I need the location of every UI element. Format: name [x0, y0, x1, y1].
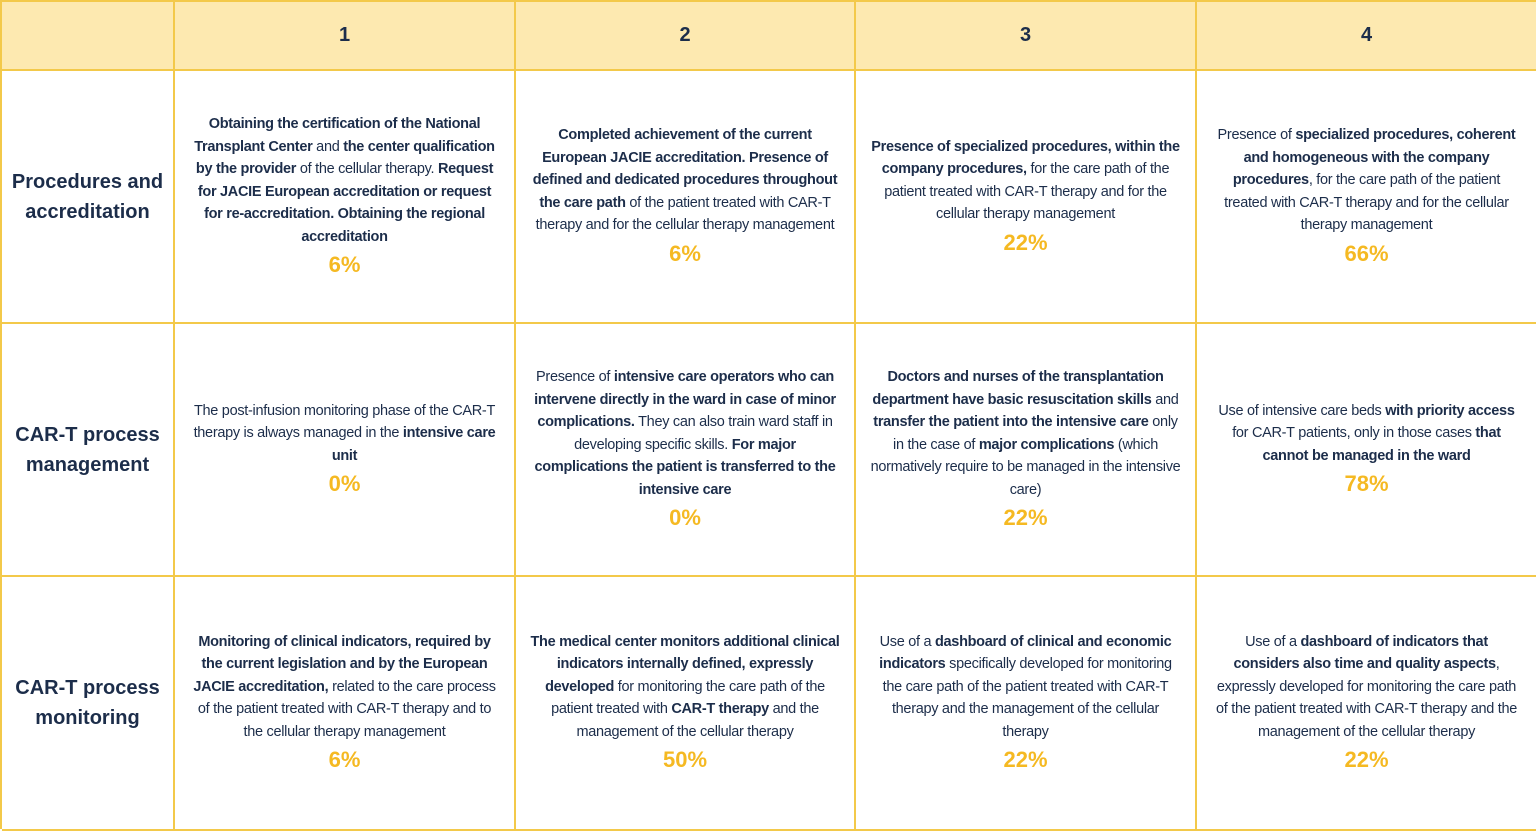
- cell-description: Presence of intensive care operators who…: [530, 366, 840, 501]
- bold-text-segment: Doctors and nurses of the transplantatio…: [872, 369, 1164, 408]
- header-level-2: 2: [516, 2, 856, 71]
- text-segment: , expressly developed for monitoring the…: [1216, 656, 1517, 740]
- header-level-3: 3: [856, 2, 1197, 71]
- bold-text-segment: Completed achievement of the current Eur…: [532, 127, 838, 211]
- text-segment: for CAR-T patients, only in those cases: [1232, 425, 1476, 442]
- bold-text-segment: Presence of specialized procedures, with…: [871, 138, 1180, 178]
- bold-text-segment: dashboard of clinical and economic indic…: [879, 633, 1172, 673]
- text-segment: They can also train ward staff in develo…: [574, 414, 833, 453]
- cell-description: Use of intensive care beds with priority…: [1211, 400, 1522, 468]
- text-segment: for monitoring the care path of the pati…: [551, 678, 825, 718]
- table-cell: Obtaining the certification of the Natio…: [175, 71, 516, 324]
- bold-text-segment: intensive care operators who can interve…: [534, 369, 836, 430]
- text-segment: , for the care path of the patient treat…: [1224, 172, 1509, 234]
- bold-text-segment: The medical center monitors additional c…: [530, 633, 840, 695]
- table-cell: Presence of specialized procedures, with…: [856, 71, 1197, 324]
- text-segment: Presence of: [536, 369, 614, 385]
- cell-description: Obtaining the certification of the Natio…: [189, 113, 500, 248]
- text-segment: of the patient treated with CAR-T therap…: [535, 194, 835, 234]
- cell-description: Completed achievement of the current Eur…: [530, 124, 840, 237]
- bold-text-segment: Monitoring of clinical indicators, requi…: [193, 633, 491, 695]
- cell-percentage: 6%: [328, 252, 361, 277]
- cell-percentage: 6%: [328, 747, 361, 773]
- cell-percentage: 78%: [1344, 471, 1389, 497]
- row-label-process-monitoring: CAR-T process monitoring: [2, 577, 175, 831]
- bold-text-segment: that cannot be managed in the ward: [1262, 425, 1501, 464]
- cell-percentage: 66%: [1344, 240, 1389, 266]
- row-label-process-management: CAR-T process management: [2, 324, 175, 577]
- text-segment: Use of a: [879, 633, 935, 650]
- cell-description: Use of a dashboard of clinical and econo…: [870, 631, 1181, 744]
- cell-percentage: 22%: [1344, 747, 1389, 773]
- bold-text-segment: the center qualification by the provider: [195, 138, 495, 178]
- cell-percentage: 22%: [1003, 229, 1048, 255]
- bold-text-segment: intensive care unit: [331, 425, 496, 464]
- cell-percentage: 22%: [1003, 505, 1048, 530]
- header-level-1: 1: [175, 2, 516, 71]
- text-segment: for the care path of the patient treated…: [884, 161, 1170, 222]
- text-segment: of the cellular therapy.: [296, 161, 438, 177]
- cell-percentage: 6%: [669, 240, 701, 266]
- table-cell: The post-infusion monitoring phase of th…: [175, 324, 516, 577]
- bold-text-segment: Request for JACIE European accreditation…: [197, 161, 494, 245]
- bold-text-segment: For major complications the patient is t…: [534, 436, 836, 498]
- cell-description: Presence of specialized procedures, cohe…: [1211, 124, 1522, 237]
- cell-description: The post-infusion monitoring phase of th…: [189, 400, 500, 468]
- header-corner: [2, 2, 175, 71]
- text-segment: and: [312, 138, 344, 155]
- bold-text-segment: CAR-T therapy: [671, 701, 769, 718]
- cell-percentage: 0%: [669, 505, 701, 530]
- bold-text-segment: dashboard of indicators that considers a…: [1233, 633, 1496, 673]
- header-level-4: 4: [1197, 2, 1536, 71]
- cell-percentage: 50%: [662, 747, 708, 773]
- table-cell: Monitoring of clinical indicators, requi…: [175, 577, 516, 831]
- cell-description: The medical center monitors additional c…: [530, 631, 840, 744]
- cell-percentage: 0%: [328, 471, 361, 497]
- table-cell: Presence of intensive care operators who…: [516, 324, 856, 577]
- text-segment: (which normatively require to be managed…: [870, 436, 1181, 498]
- bold-text-segment: major complications: [978, 436, 1115, 453]
- table-cell: The medical center monitors additional c…: [516, 577, 856, 831]
- text-segment: specifically developed for monitoring th…: [882, 656, 1173, 740]
- cell-percentage: 22%: [1003, 747, 1048, 773]
- bold-text-segment: transfer the patient into the intensive …: [873, 414, 1149, 430]
- bold-text-segment: specialized procedures, coherent and hom…: [1232, 127, 1516, 189]
- row-label-procedures: Procedures and accreditation: [2, 71, 175, 324]
- text-segment: and the management of the cellular thera…: [576, 701, 819, 740]
- table-cell: Use of a dashboard of indicators that co…: [1197, 577, 1536, 831]
- text-segment: Use of intensive care beds: [1218, 402, 1386, 419]
- text-segment: related to the care process of the patie…: [197, 678, 496, 740]
- cell-description: Monitoring of clinical indicators, requi…: [189, 631, 500, 744]
- table-cell: Completed achievement of the current Eur…: [516, 71, 856, 324]
- text-segment: The post-infusion monitoring phase of th…: [193, 402, 496, 442]
- table-cell: Doctors and nurses of the transplantatio…: [856, 324, 1197, 577]
- cell-description: Use of a dashboard of indicators that co…: [1211, 631, 1522, 744]
- text-segment: and: [1151, 391, 1179, 408]
- table-cell: Presence of specialized procedures, cohe…: [1197, 71, 1536, 324]
- cell-description: Presence of specialized procedures, with…: [870, 136, 1181, 226]
- text-segment: only in the case of: [893, 414, 1178, 453]
- bold-text-segment: with priority access: [1385, 402, 1515, 419]
- table-cell: Use of intensive care beds with priority…: [1197, 324, 1536, 577]
- text-segment: Presence of: [1217, 127, 1296, 144]
- table-cell: Use of a dashboard of clinical and econo…: [856, 577, 1197, 831]
- text-segment: Use of a: [1245, 633, 1301, 650]
- bold-text-segment: Obtaining the certification of the Natio…: [194, 116, 481, 155]
- cell-description: Doctors and nurses of the transplantatio…: [870, 366, 1181, 501]
